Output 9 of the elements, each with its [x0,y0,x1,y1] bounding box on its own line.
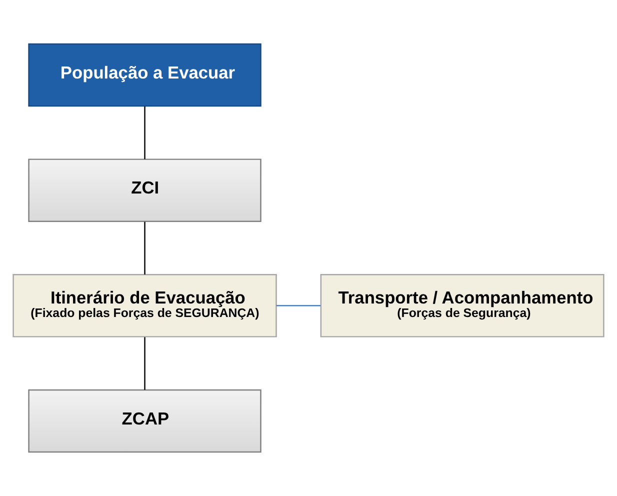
node-box: Itinerário de Evacuação (Fixado pelas Forças de SEGURANÇA) [12,274,277,338]
node-box: Transporte / Acompanhamento (Forças de Segurança) [320,274,604,338]
connector [276,305,321,306]
node-box: População a Evacuar [28,43,262,107]
node-box: ZCAP [28,389,262,453]
node-box: ZCI [28,158,262,222]
connector [144,106,146,160]
connector [144,222,146,274]
connector [144,337,146,390]
